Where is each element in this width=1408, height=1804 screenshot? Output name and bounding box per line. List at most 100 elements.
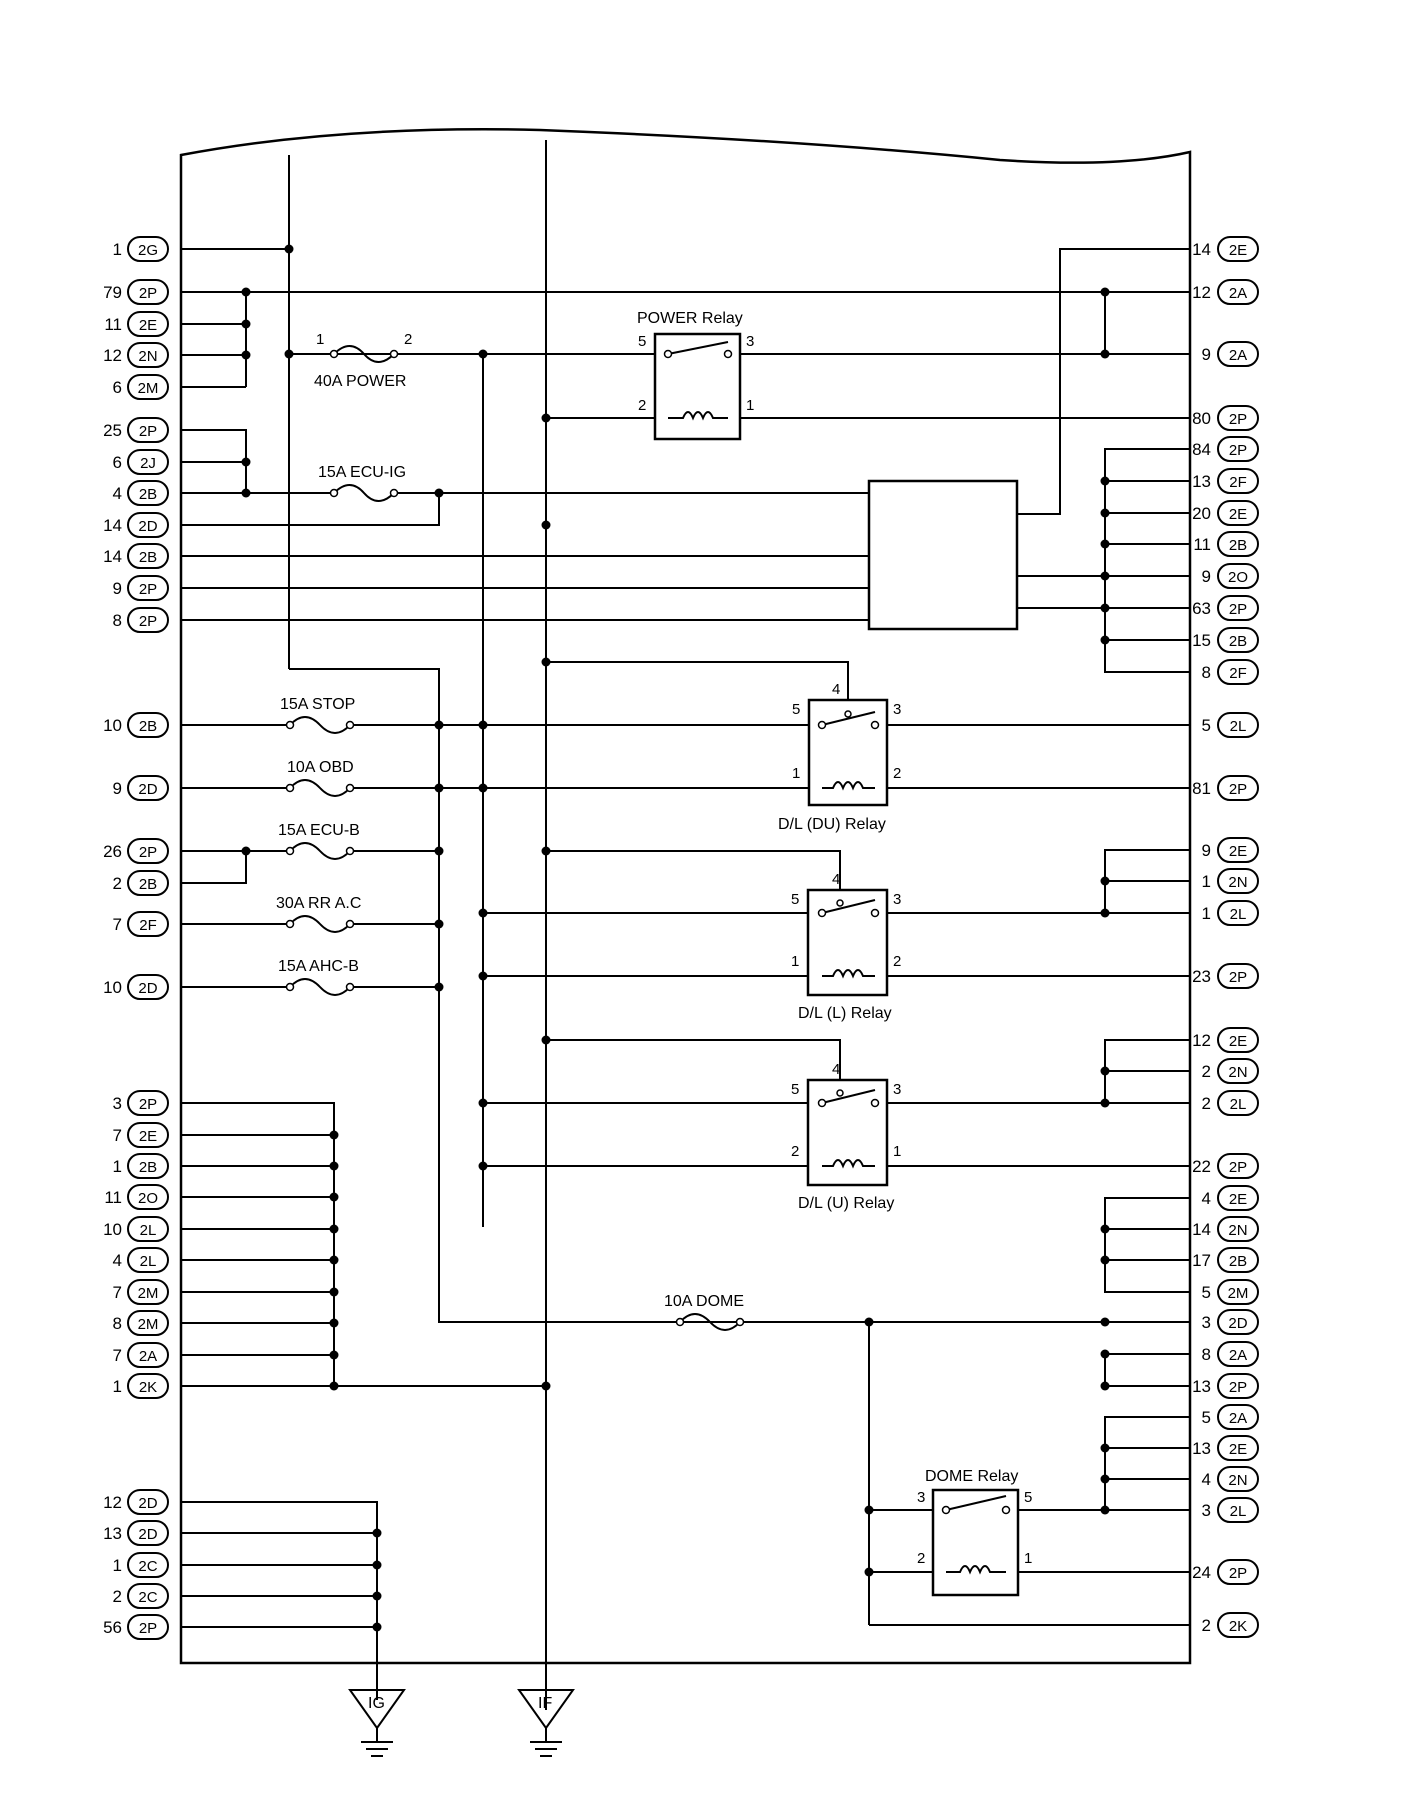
connector-pin-left-2: 11 2E — [104, 311, 169, 337]
pin-number: 2 — [113, 1587, 122, 1606]
junction-dot — [478, 783, 488, 793]
connector-oval — [1217, 1185, 1259, 1211]
connector-code: 2B — [139, 549, 157, 566]
pin-number: 2 — [113, 874, 122, 893]
junction-block-frame — [179, 128, 1192, 1665]
junction-dot — [241, 350, 251, 360]
svg-text:2: 2 — [893, 765, 901, 782]
pin-number: 25 — [103, 421, 122, 440]
junction-dot — [1100, 1381, 1110, 1391]
junction-dot — [434, 488, 444, 498]
connector-oval — [127, 1342, 169, 1368]
connector-oval — [127, 911, 169, 937]
connector-oval — [127, 236, 169, 262]
pin-number: 13 — [1192, 472, 1211, 491]
pin-number: 7 — [113, 1346, 122, 1365]
pin-number: 1 — [113, 1556, 122, 1575]
junction-dot — [478, 349, 488, 359]
connector-code: 2D — [138, 781, 157, 798]
junction-dot — [329, 1192, 339, 1202]
svg-text:5: 5 — [1024, 1489, 1032, 1506]
connector-code: 2P — [139, 423, 157, 440]
pin-number: 11 — [104, 315, 122, 334]
connector-oval — [127, 1583, 169, 1609]
junction-dot — [1100, 876, 1110, 886]
pin-number: 24 — [1192, 1563, 1211, 1582]
fuse-30a-rr-ac: 30A RR A.C — [276, 895, 361, 933]
power-relay: POWER Relay 5 3 2 1 — [637, 310, 754, 441]
svg-text:2: 2 — [638, 397, 646, 414]
junction-dot — [372, 1528, 382, 1538]
connector-oval — [1217, 1153, 1259, 1179]
connector-code: 2P — [1229, 1159, 1247, 1176]
pin-number: 13 — [103, 1524, 122, 1543]
connector-oval — [1217, 1341, 1259, 1367]
junction-dot — [1100, 908, 1110, 918]
fuse-obd-label: 10A OBD — [287, 759, 354, 776]
connector-oval — [1217, 563, 1259, 589]
connector-code: 2B — [1229, 1253, 1247, 1270]
connector-pin-left-5: 25 2P — [103, 417, 169, 443]
connector-code: 2G — [138, 242, 158, 259]
pin-number: 6 — [113, 378, 122, 397]
pin-number: 15 — [1192, 631, 1211, 650]
pin-number: 2 — [1202, 1094, 1211, 1113]
connector-code: 2L — [1230, 906, 1247, 923]
connector-code: 2B — [139, 486, 157, 503]
junction-dot — [478, 971, 488, 981]
pin-number: 79 — [103, 283, 122, 302]
pin-number: 2 — [1202, 1616, 1211, 1635]
junction-dot — [1100, 635, 1110, 645]
junction-dot — [864, 1505, 874, 1515]
pin-number: 1 — [1202, 904, 1211, 923]
connector-oval — [1217, 712, 1259, 738]
connector-oval — [1217, 1466, 1259, 1492]
connector-oval — [1217, 436, 1259, 462]
junction-dot — [478, 720, 488, 730]
junction-dot — [864, 1567, 874, 1577]
junction-dot — [434, 982, 444, 992]
junction-dot — [284, 244, 294, 254]
pin-number: 14 — [1192, 1220, 1211, 1239]
connector-oval — [127, 1279, 169, 1305]
fuse-power-pin1: 1 — [316, 331, 324, 348]
connector-code: 2P — [1229, 969, 1247, 986]
svg-text:1: 1 — [1024, 1550, 1032, 1567]
junction-dot — [1100, 1066, 1110, 1076]
connector-code: 2A — [1229, 1347, 1247, 1364]
fuse-10a-dome: 10A DOME — [664, 1293, 745, 1331]
pin-number: 20 — [1192, 504, 1211, 523]
connector-code: 2D — [138, 518, 157, 535]
svg-text:5: 5 — [638, 333, 646, 350]
junction-dot — [541, 520, 551, 530]
junction-dot — [284, 349, 294, 359]
connector-oval — [1217, 1090, 1259, 1116]
connector-code: 2B — [1229, 633, 1247, 650]
connector-code: 2E — [139, 317, 157, 334]
pin-number: 12 — [103, 1493, 122, 1512]
connector-oval — [127, 1520, 169, 1546]
junction-dot — [329, 1381, 339, 1391]
junction-dot — [1100, 1443, 1110, 1453]
junction-dot — [372, 1622, 382, 1632]
connector-code: 2K — [1229, 1618, 1247, 1635]
connector-oval — [127, 1184, 169, 1210]
pin-number: 10 — [103, 978, 122, 997]
junction-dot — [541, 1035, 551, 1045]
junction-dot — [541, 846, 551, 856]
pin-number: 12 — [103, 346, 122, 365]
pin-number: 9 — [113, 779, 122, 798]
